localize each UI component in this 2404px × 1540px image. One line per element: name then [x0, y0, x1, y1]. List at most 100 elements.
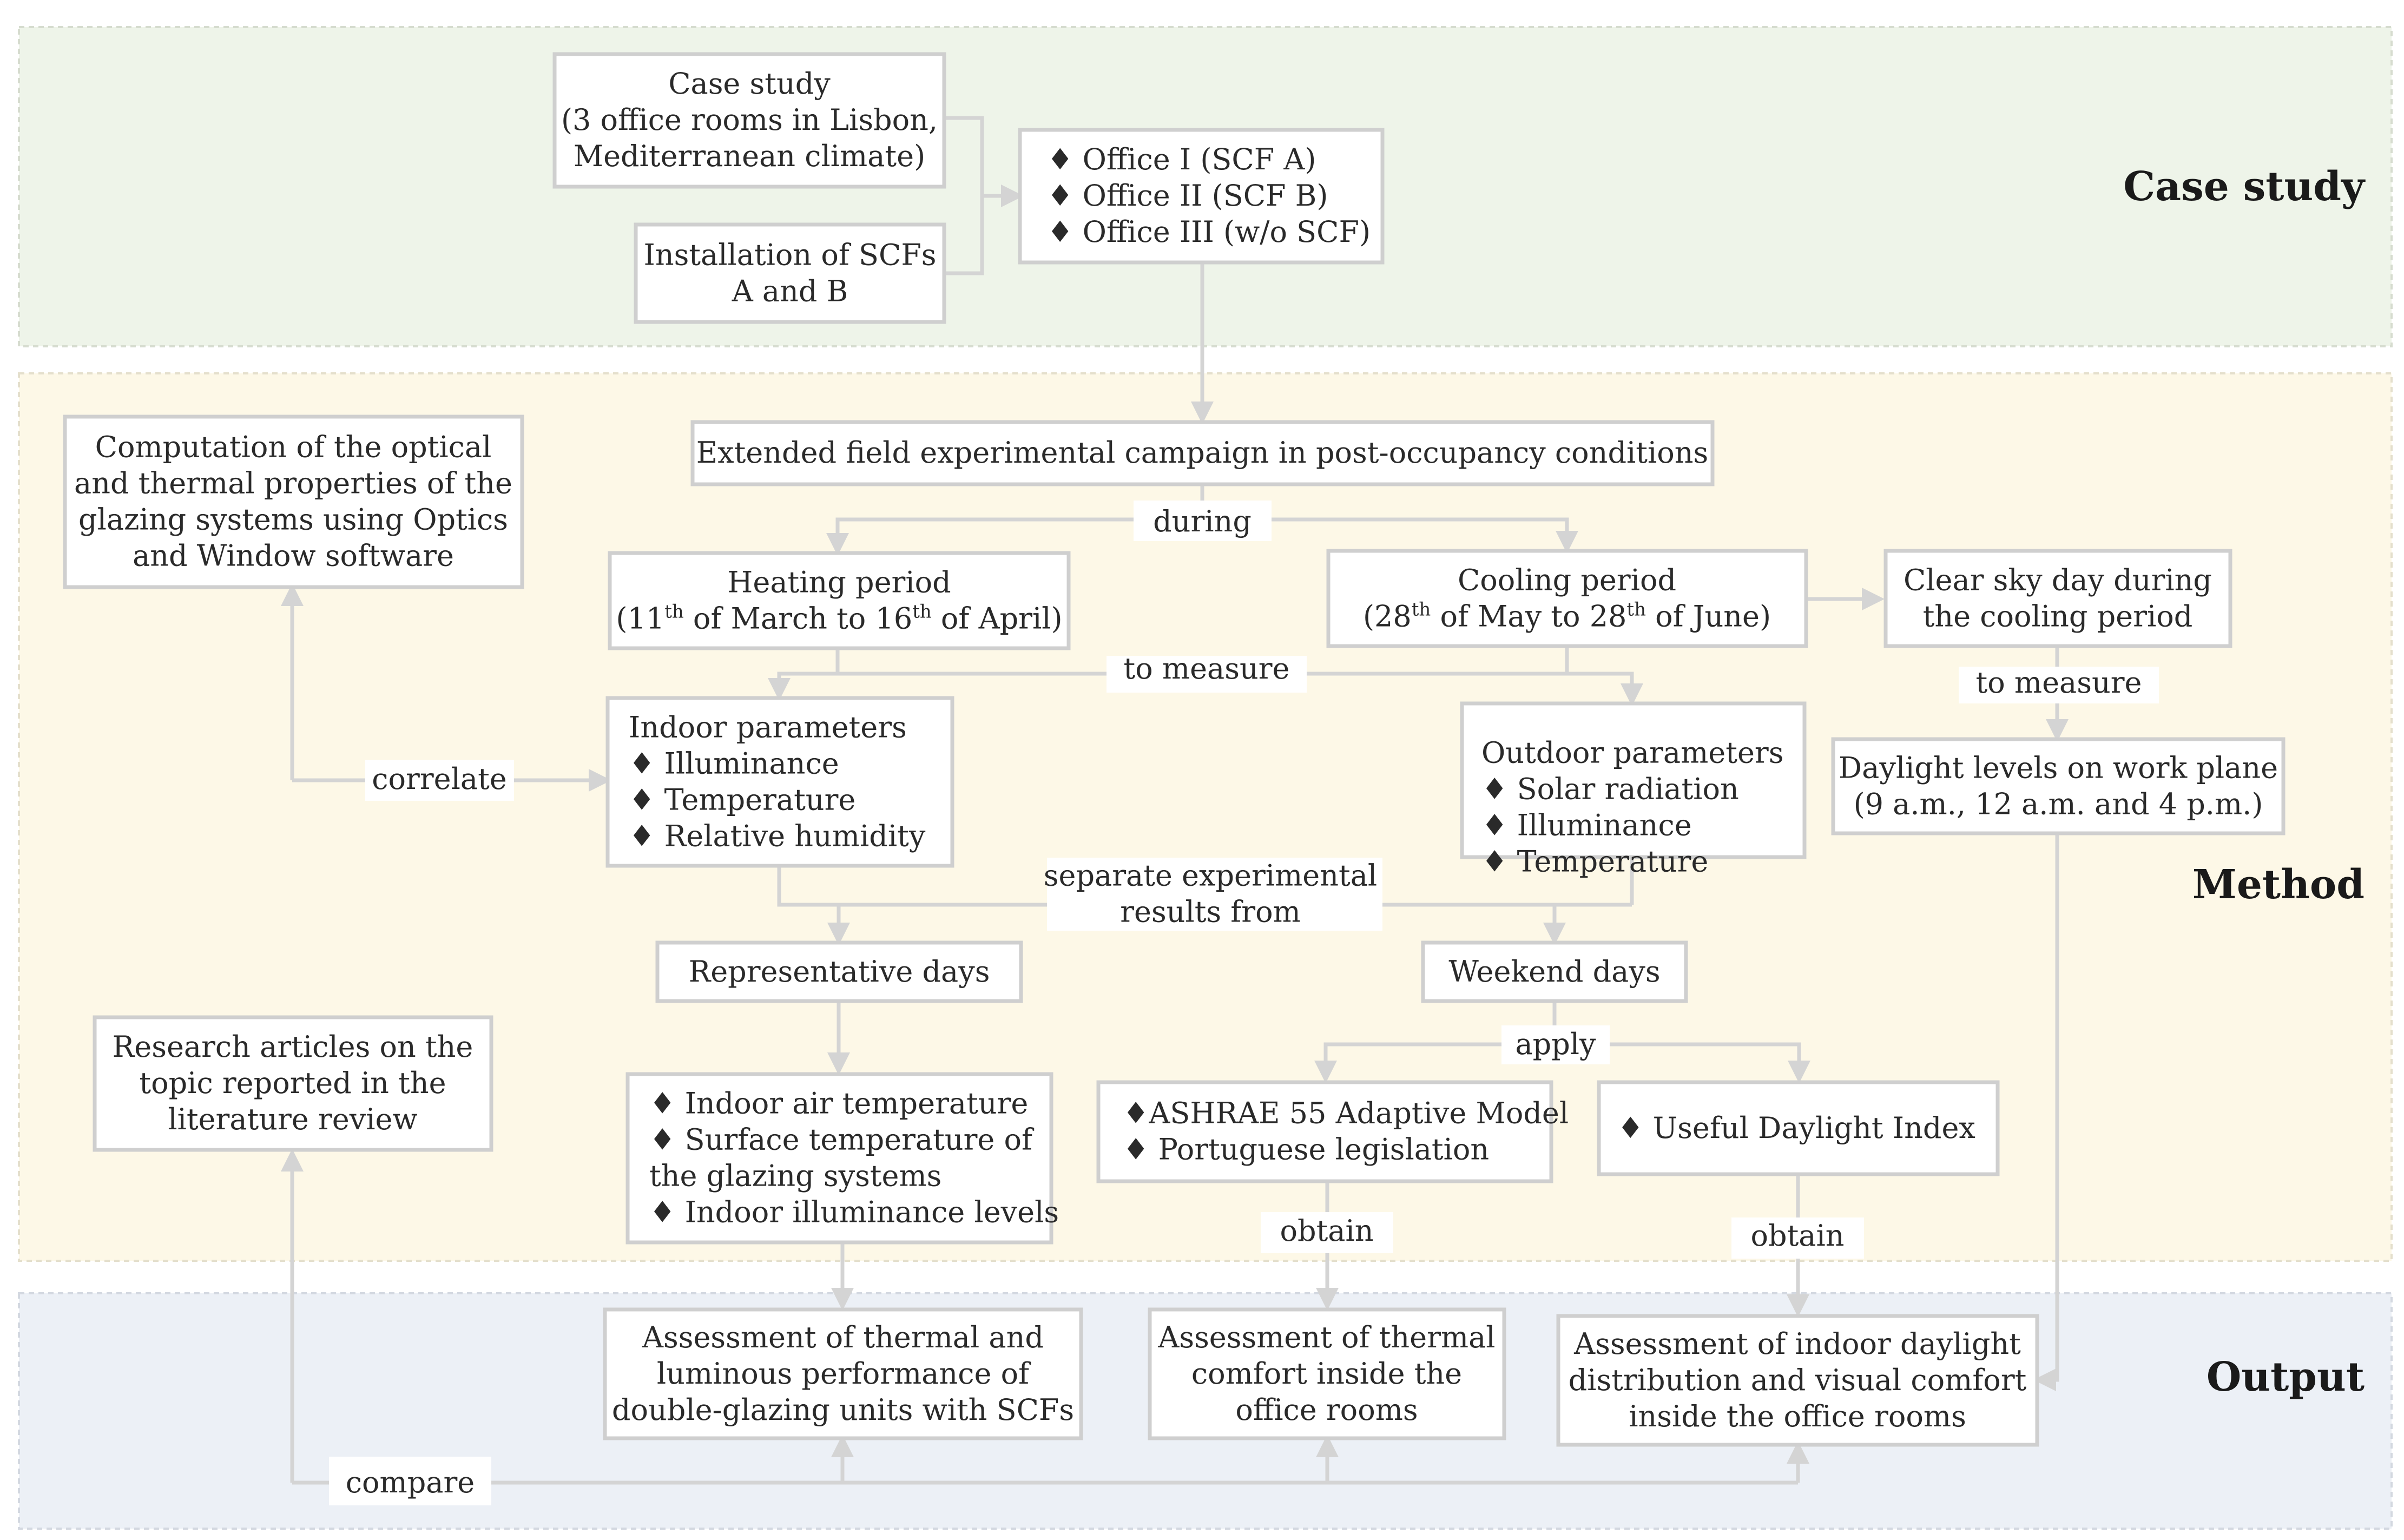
arrow-campaign-cooling [1202, 517, 1578, 554]
text-line: topic reported in the [139, 1066, 446, 1100]
case-study-section-title: Case study [2123, 163, 2366, 210]
text-line: literature review [168, 1102, 417, 1136]
node-rep-days: Representative days [655, 940, 1023, 1003]
text-line: (3 office rooms in Lisbon, [561, 103, 938, 137]
node-cooling: Cooling period(28th of May to 28th of Ju… [1326, 549, 1808, 648]
node-case: Case study(3 office rooms in Lisbon,Medi… [552, 52, 946, 189]
text-line: Outdoor parameters [1481, 736, 1783, 770]
text-line: ♦ Indoor illuminance levels [649, 1195, 1059, 1229]
edge-labels: during to measure to measure correlate s… [329, 501, 2159, 1505]
text-line: (11th of March to 16th of April) [616, 601, 1062, 636]
label-to-measure-1: to measure [1107, 651, 1307, 693]
text-line: the glazing systems [649, 1159, 941, 1193]
text-line: (28th of May to 28th of June) [1363, 599, 1771, 634]
arrow-apply-udi [1555, 1042, 1810, 1083]
connector-install-offices [944, 196, 984, 275]
text-line: ♦ Temperature [1481, 845, 1708, 879]
text-line: ♦ Useful Daylight Index [1617, 1111, 1975, 1145]
node-offices: ♦ Office I (SCF A)♦ Office II (SCF B)♦ O… [1018, 128, 1385, 265]
connector-case-offices [944, 116, 984, 196]
svg-text:♦ Office I (SCF A)♦ Office II: ♦ Office I (SCF A)♦ Office II (SCF B)♦ O… [1047, 142, 1371, 249]
svg-text:Case study(3 office rooms in L: Case study(3 office rooms in Lisbon,Medi… [561, 67, 938, 173]
label-obtain-1: obtain [1261, 1212, 1393, 1253]
svg-text:Extended field experimental ca: Extended field experimental campaign in … [696, 436, 1709, 470]
arrow-measure-outdoor [1567, 672, 1643, 706]
text-line: A and B [732, 274, 848, 308]
text-line: ♦ASHRAE 55 Adaptive Model [1123, 1096, 1569, 1130]
label-apply: apply [1501, 1025, 1610, 1064]
label-to-measure-2: to measure [1959, 666, 2159, 703]
text-line: ♦ Office I (SCF A) [1047, 142, 1316, 176]
text-line: Research articles on the [113, 1030, 473, 1064]
label-compare: compare [329, 1457, 491, 1505]
svg-text:obtain: obtain [1280, 1214, 1373, 1248]
node-weekend-days: Weekend days [1421, 940, 1688, 1003]
svg-text:during: during [1153, 504, 1252, 538]
svg-text:obtain: obtain [1750, 1219, 1844, 1253]
label-during: during [1134, 501, 1272, 541]
node-ashrae: ♦ASHRAE 55 Adaptive Model♦ Portuguese le… [1096, 1080, 1569, 1183]
svg-text:Outdoor parameters♦ Solar radi: Outdoor parameters♦ Solar radiation♦ Ill… [1481, 736, 1783, 879]
text-line: Cooling period [1458, 563, 1676, 597]
node-outdoor-params: Outdoor parameters♦ Solar radiation♦ Ill… [1460, 701, 1807, 879]
svg-text:♦ Useful Daylight Index: ♦ Useful Daylight Index [1617, 1111, 1975, 1145]
text-line: luminous performance of [657, 1357, 1031, 1391]
arrow-apply-ashrae [1314, 1042, 1555, 1083]
text-line: ♦ Illuminance [629, 747, 839, 781]
text-line: Indoor parameters [629, 710, 907, 745]
nodes: Case study(3 office rooms in Lisbon,Medi… [63, 52, 2286, 1447]
text-line: and Window software [133, 539, 454, 573]
text-line: comfort inside the [1191, 1357, 1462, 1391]
svg-text:to measure: to measure [1976, 666, 2142, 700]
text-line: Extended field experimental campaign in … [696, 436, 1709, 470]
node-campaign: Extended field experimental campaign in … [690, 420, 1715, 486]
text-line: office rooms [1235, 1393, 1418, 1427]
text-line: ♦ Office II (SCF B) [1047, 179, 1328, 213]
svg-text:♦ASHRAE 55 Adaptive Model♦ Por: ♦ASHRAE 55 Adaptive Model♦ Portuguese le… [1123, 1096, 1569, 1167]
text-line: ♦ Relative humidity [629, 819, 926, 853]
svg-text:compare: compare [346, 1465, 475, 1499]
node-daylight-levels: Daylight levels on work plane(9 a.m., 12… [1831, 737, 2286, 835]
text-line: Installation of SCFs [643, 238, 936, 272]
text-line: and thermal properties of the [74, 466, 512, 501]
svg-text:apply: apply [1515, 1027, 1596, 1061]
text-line: glazing systems using Optics [78, 503, 508, 537]
text-line: distribution and visual comfort [1569, 1363, 2027, 1397]
text-line: Weekend days [1448, 955, 1660, 989]
label-correlate: correlate [365, 760, 514, 801]
text-line: double-glazing units with SCFs [612, 1393, 1074, 1427]
svg-text:Daylight levels on work plane(: Daylight levels on work plane(9 a.m., 12… [1839, 751, 2278, 821]
text-line: Assessment of thermal [1157, 1320, 1495, 1354]
node-udi: ♦ Useful Daylight Index [1597, 1080, 2000, 1176]
text-line: ♦ Temperature [629, 783, 855, 817]
text-line: ♦ Surface temperature of [649, 1123, 1035, 1157]
connectors [281, 116, 2069, 1485]
text-line: Assessment of thermal and [642, 1320, 1044, 1354]
text-line: ♦ Illuminance [1481, 808, 1692, 843]
text-line: ♦ Portuguese legislation [1123, 1133, 1489, 1167]
text-line: Daylight levels on work plane [1839, 751, 2278, 785]
text-line: Assessment of indoor daylight [1573, 1327, 2021, 1361]
node-measure-list: ♦ Indoor air temperature♦ Surface temper… [625, 1072, 1059, 1245]
svg-text:Representative days: Representative days [689, 955, 990, 989]
text-line: inside the office rooms [1629, 1399, 1966, 1433]
svg-text:Indoor parameters♦ Illuminance: Indoor parameters♦ Illuminance♦ Temperat… [629, 710, 926, 853]
arrow-measure-indoor [768, 672, 838, 701]
output-section-title: Output [2207, 1354, 2365, 1400]
svg-text:to measure: to measure [1124, 651, 1290, 686]
